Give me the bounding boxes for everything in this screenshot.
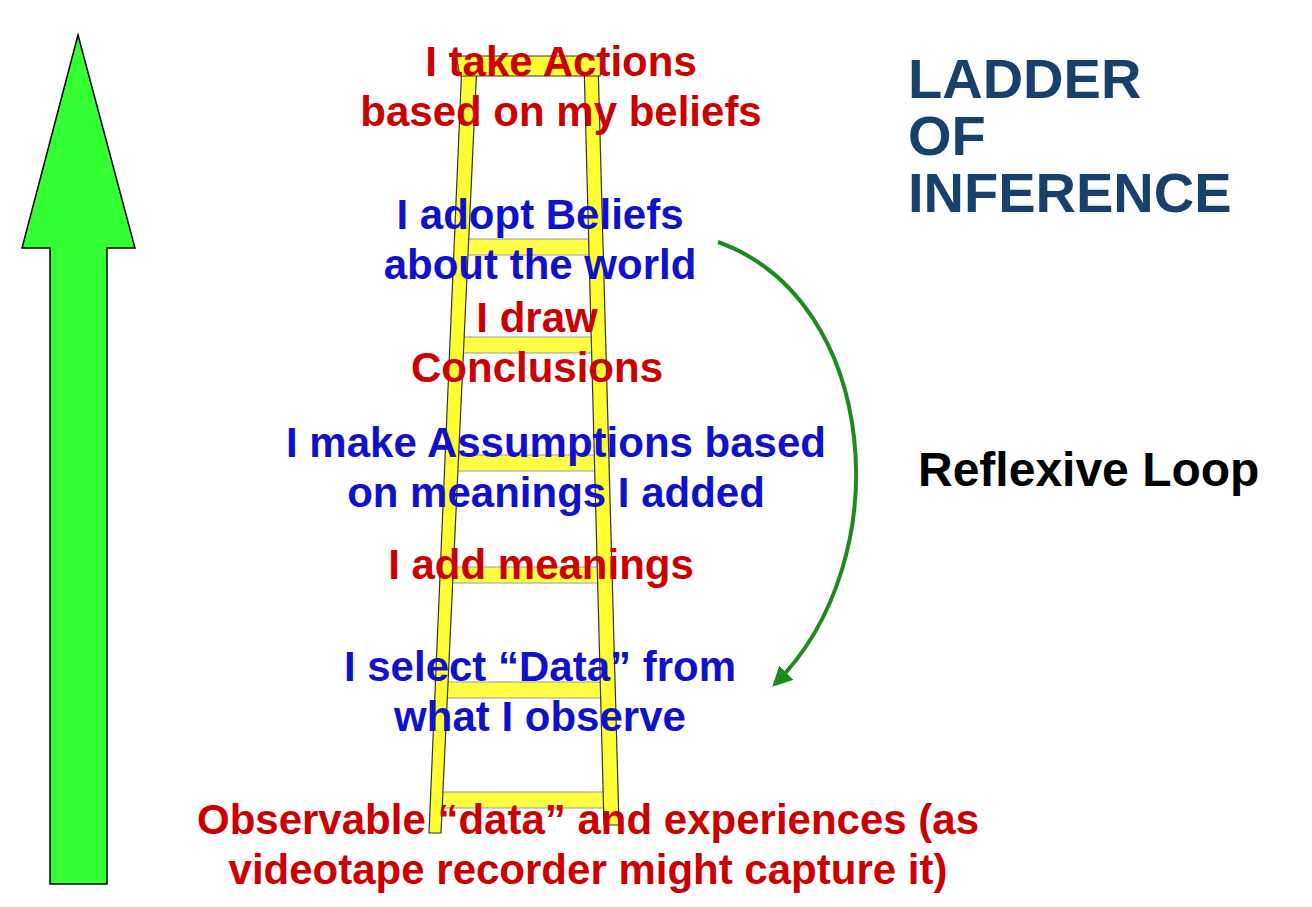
ladder-step-label: I adopt Beliefs about the world: [375, 190, 705, 290]
ladder-step-label: Observable “data” and experiences (as vi…: [188, 795, 988, 895]
ladder-step-label: I take Actions based on my beliefs: [360, 37, 763, 137]
ladder-step-label: I add meanings: [361, 540, 721, 590]
loop-label: Reflexive Loop: [918, 441, 1259, 499]
diagram-title: LADDER OF INFERENCE: [908, 50, 1158, 221]
ladder-step-label: I select “Data” from what I observe: [340, 642, 740, 742]
upward-arrow: [22, 35, 135, 884]
ladder-step-label: I draw Conclusions: [397, 293, 677, 393]
ladder-step-label: I make Assumptions based on meanings I a…: [276, 418, 836, 518]
